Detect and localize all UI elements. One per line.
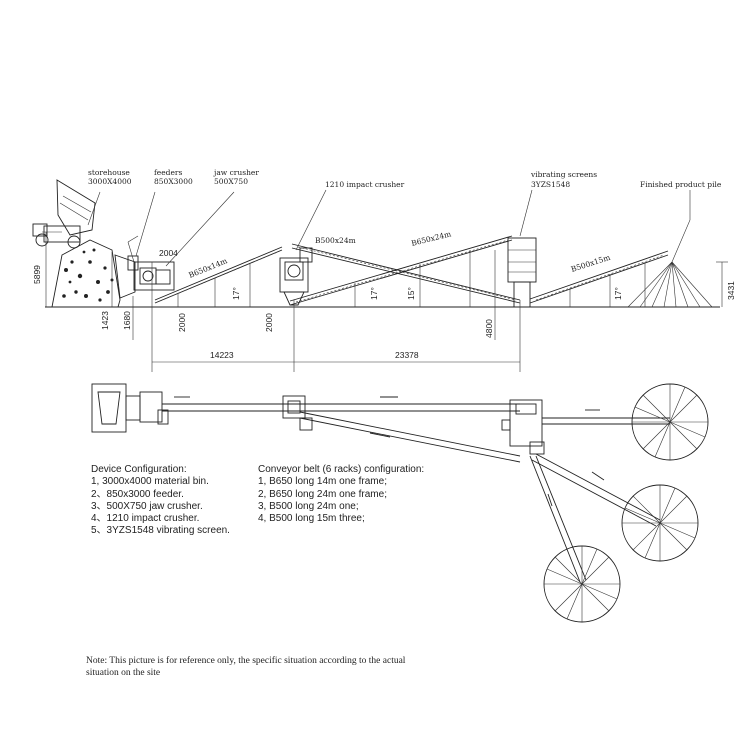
device-config-item: 4、1210 impact crusher. (91, 513, 200, 525)
elevation-view: 5899 (32, 168, 736, 372)
finished-product-pile (627, 261, 713, 308)
dim-1680: 1680 (122, 311, 132, 330)
device-config-item: 1, 3000x4000 material bin. (91, 476, 209, 488)
dim-23378: 23378 (395, 350, 419, 360)
reference-note: Note: This picture is for reference only… (86, 656, 406, 678)
dim-4800: 4800 (484, 319, 494, 338)
conveyor-b500x15m (529, 250, 669, 307)
label-jaw-crusher: jaw crusher (213, 168, 259, 177)
conveyor-config-item: 3, B500 long 24m one; (258, 500, 359, 512)
flow-arrow-5 (591, 471, 605, 481)
angle-1: 17° (231, 287, 241, 300)
label-finished-product-pile: Finished product pile (640, 180, 722, 189)
label-storehouse-size: 3000X4000 (88, 177, 132, 186)
angle-3: 15° (406, 287, 416, 300)
device-config-title: Device Configuration: (91, 464, 187, 475)
conveyor-config-title: Conveyor belt (6 racks) configuration: (258, 464, 425, 475)
conveyor-configuration: Conveyor belt (6 racks) configuration: 1… (258, 464, 424, 525)
conveyor-b500x24m (291, 243, 521, 304)
dim-3431: 3431 (726, 281, 736, 300)
label-feeders: feeders (154, 168, 182, 177)
label-vibrating-screens: vibrating screens (530, 170, 597, 179)
conveyor-b650x24m (289, 235, 513, 307)
dim-5899: 5899 (32, 265, 42, 284)
belt-label-b650x24m: B650x24m (410, 229, 452, 248)
label-feeders-size: 850X3000 (154, 177, 193, 186)
stockpile-3 (543, 545, 621, 623)
plan-view (91, 383, 709, 623)
conveyor-config-item: 4, B500 long 15m three; (258, 513, 365, 525)
belt-label-b500x24m: B500x24m (315, 236, 356, 245)
dim-2000-b: 2000 (264, 313, 274, 332)
device-config-item: 5、3YZS1548 vibrating screen. (91, 525, 230, 537)
dim-2004: 2004 (159, 248, 178, 258)
dim-1423: 1423 (100, 311, 110, 330)
label-jaw-crusher-size: 500X750 (214, 177, 248, 186)
plan-impact-crusher (282, 395, 313, 431)
flow-arrow-6 (547, 493, 553, 507)
angle-2: 17° (369, 287, 379, 300)
dim-14223: 14223 (210, 350, 234, 360)
vibrating-screen (507, 237, 537, 308)
device-config-item: 3、500X750 jaw crusher. (91, 500, 203, 512)
device-config-item: 2、850x3000 feeder. (91, 488, 184, 500)
flow-arrow-3 (369, 432, 391, 438)
label-impact-crusher: 1210 impact crusher (325, 180, 405, 189)
conveyor-config-item: 1, B650 long 14m one frame; (258, 476, 387, 488)
angle-4: 17° (613, 287, 623, 300)
jaw-crusher-assembly (114, 235, 175, 299)
impact-crusher (279, 247, 313, 306)
label-vibrating-screens-model: 3YZS1548 (531, 180, 570, 189)
belt-label-b500x15m: B500x15m (570, 253, 612, 274)
conveyor-b650x14m (154, 246, 283, 307)
dim-2000-a: 2000 (177, 313, 187, 332)
belt-label-b650x14m: B650x14m (187, 256, 228, 280)
conveyor-config-item: 2, B650 long 24m one frame; (258, 488, 387, 500)
device-configuration: Device Configuration: 1, 3000x4000 mater… (91, 464, 230, 538)
material-pile (51, 239, 121, 308)
plan-bin (91, 383, 169, 433)
label-storehouse: storehouse (88, 168, 130, 177)
plan-vibrating-screen (501, 399, 545, 455)
stockpile-1 (631, 383, 709, 461)
stockpile-2 (621, 484, 699, 562)
loader-truck-icon (32, 179, 96, 249)
